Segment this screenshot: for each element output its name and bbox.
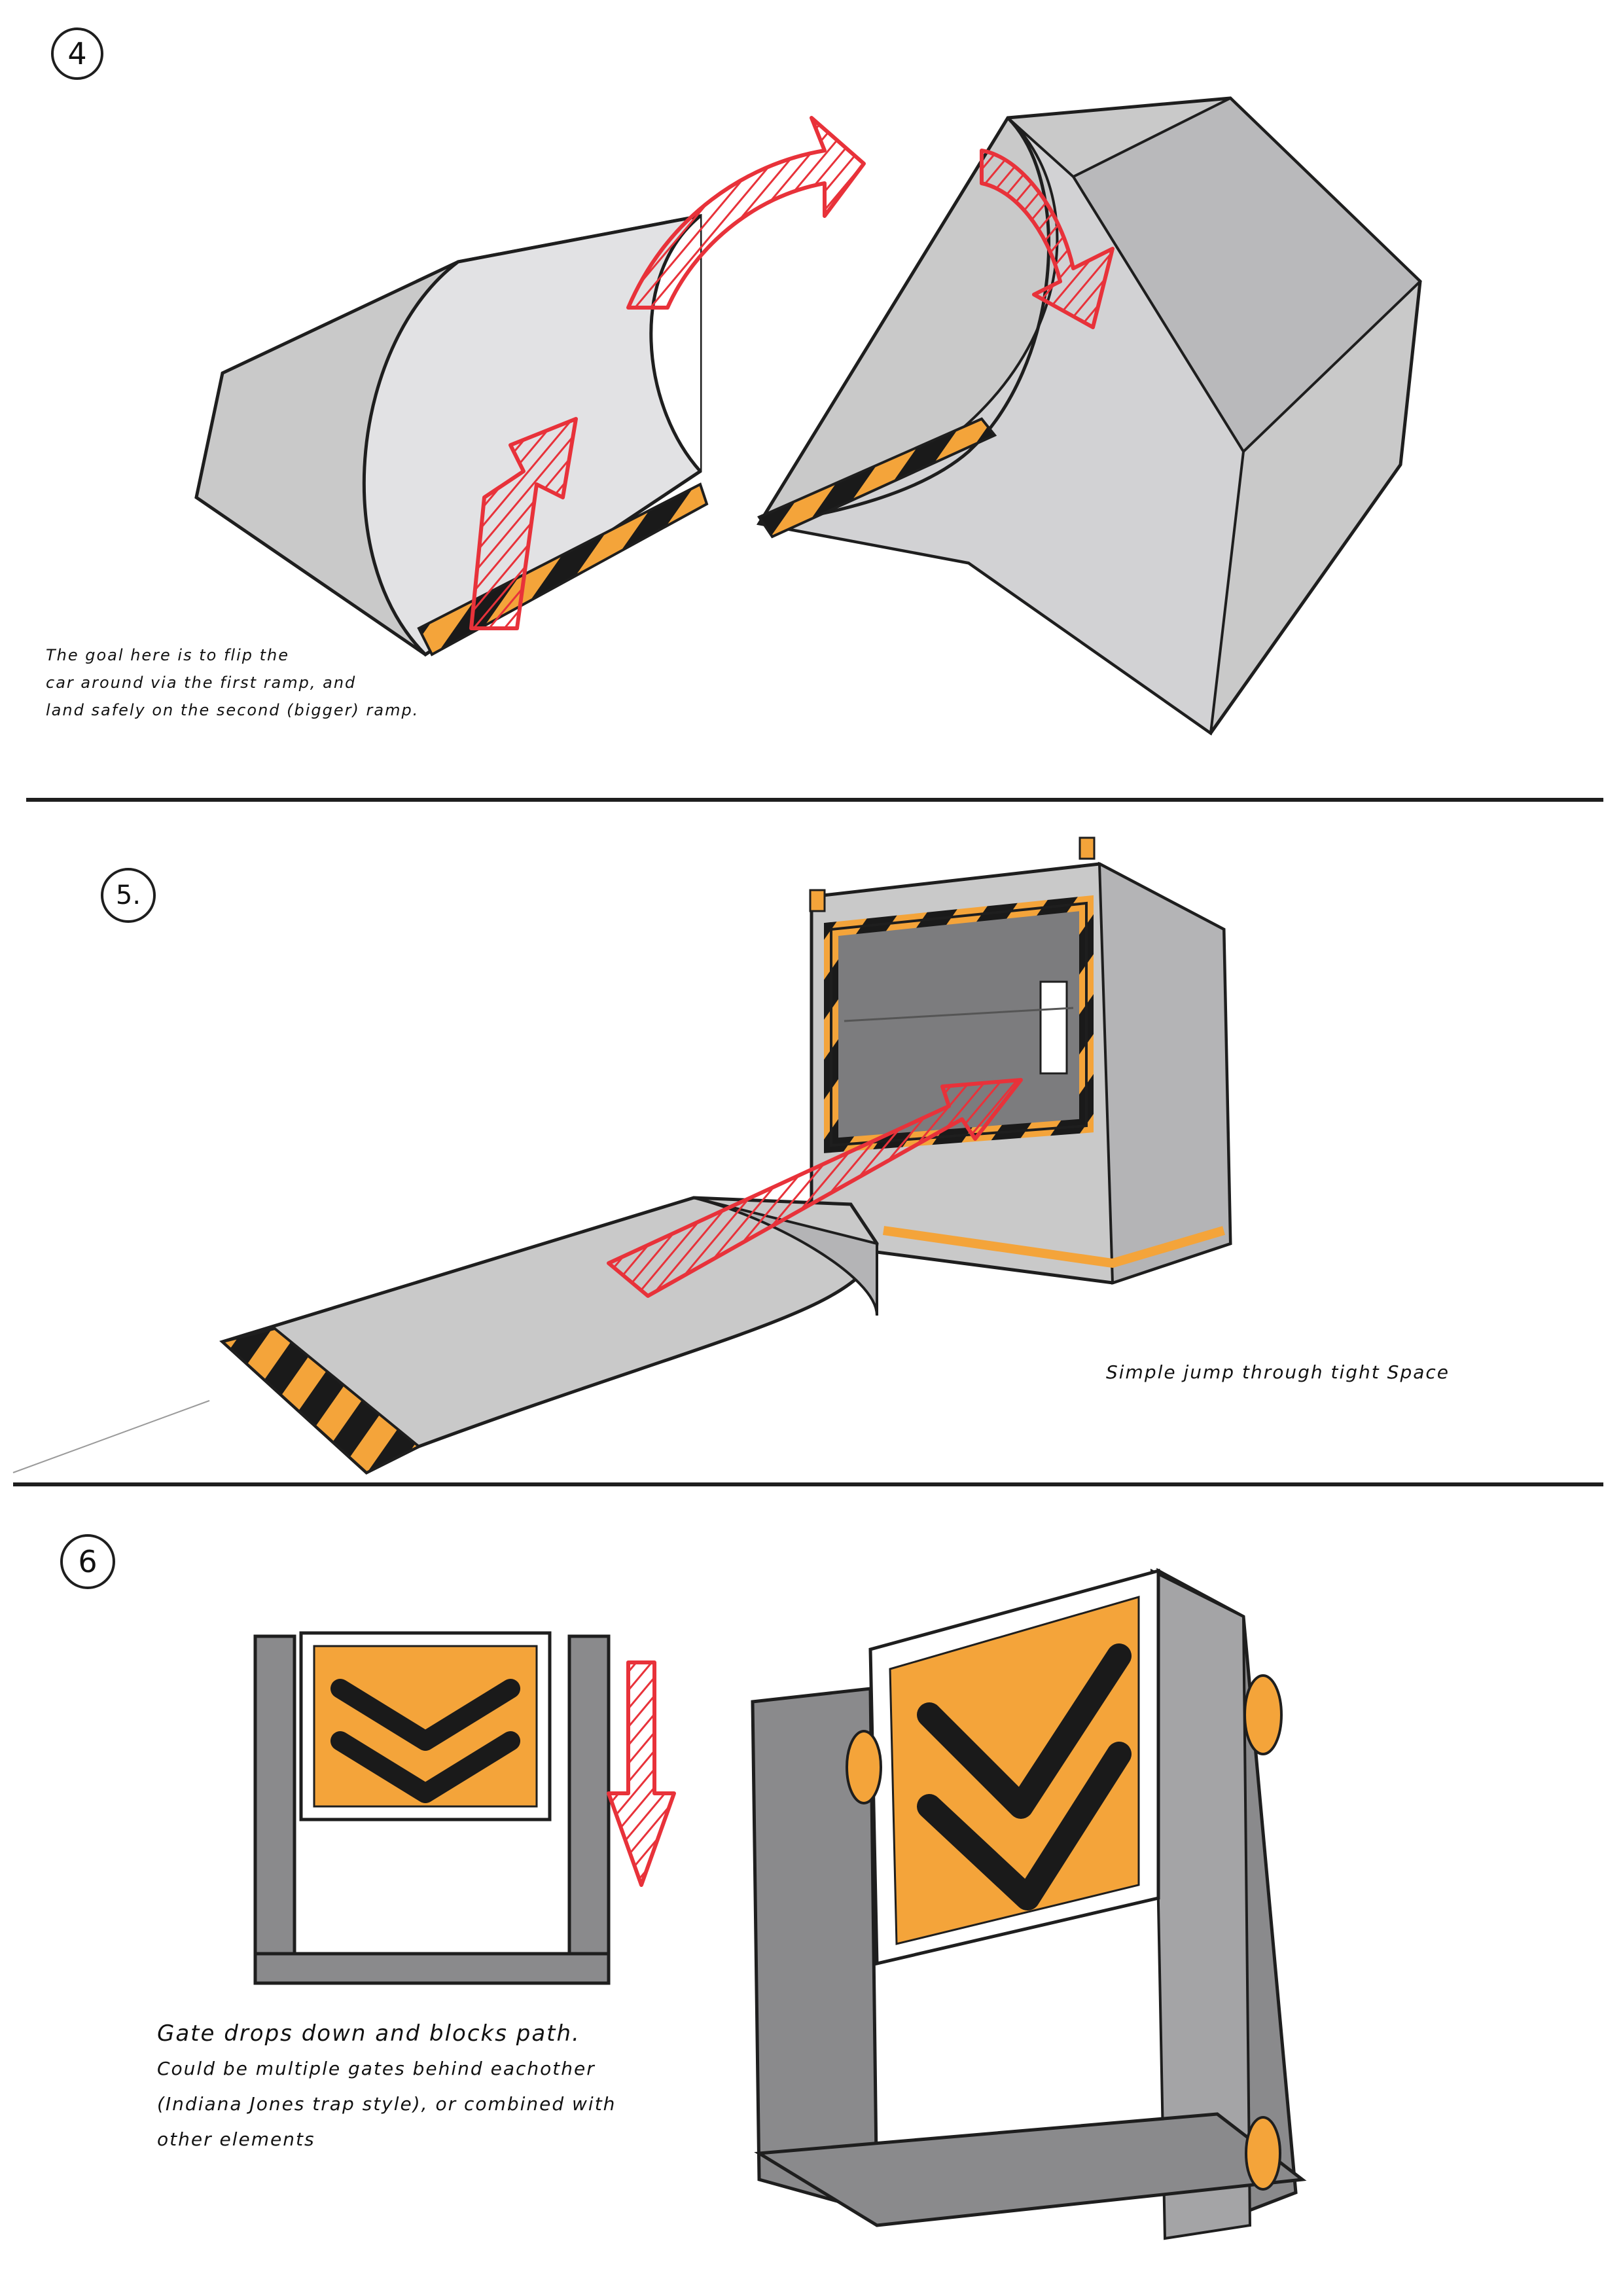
section-4-number: 4 [67,36,87,71]
caption-line: Could be multiple gates behind eachother [157,2058,596,2079]
section-5-number: 5. [115,880,141,910]
caption-line: Simple jump through tight Space [1106,1361,1450,1383]
caption-line: car around via the first ramp, and [46,673,357,692]
section-4-caption-text: The goal here is to flip the car around … [46,641,419,724]
jump-arrow [607,1078,1023,1298]
beacon-left [809,889,826,912]
caption-line: The goal here is to flip the [46,646,289,664]
beacon-right [1079,836,1096,860]
section-5-caption-text: Simple jump through tight Space [1106,1361,1450,1383]
jump-ramp [219,1196,879,1475]
caption-line: (Indiana Jones trap style), or combined … [157,2093,616,2115]
caption-line: Gate drops down and blocks path. [157,2020,580,2047]
section-6-number: 6 [78,1544,98,1579]
section-6-number-circle [60,1534,115,1589]
second-ramp-hazard-strip [757,417,997,539]
gate-perspective-view [751,1568,1307,2240]
caption-line: other elements [157,2128,315,2150]
section-4-number-circle [51,27,103,80]
section-6-illustration [60,1534,1307,2240]
section-5-number-circle [101,868,156,923]
first-ramp [194,213,709,657]
flip-arrows [469,116,1115,630]
section-6-caption-text: Gate drops down and blocks path. Could b… [157,2016,616,2157]
jump-ramp-hazard-strip [219,1327,421,1475]
gate-drop-arrow [607,1660,676,1887]
gate-front-view [253,1631,611,1985]
section-4-illustration [51,27,1422,736]
caption-line: land safely on the second (bigger) ramp. [46,701,419,719]
section-5-illustration [12,836,1232,1475]
tight-space-box [809,836,1232,1285]
second-ramp [756,96,1422,736]
